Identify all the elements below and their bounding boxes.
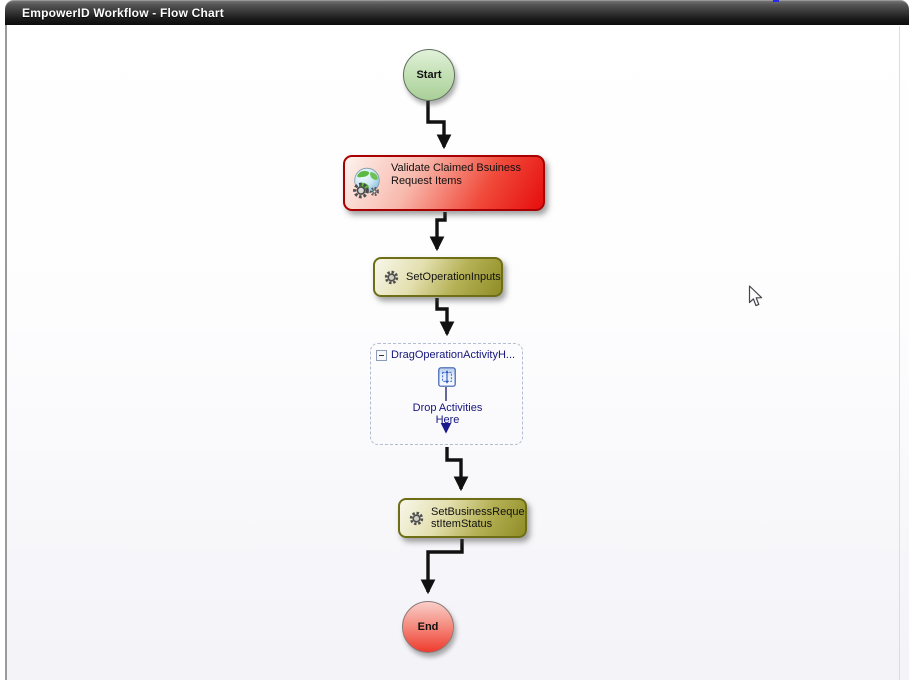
node-set-business-request-item-status[interactable]: SetBusinessRequestItemStatus xyxy=(398,498,527,538)
dropzone-header[interactable]: DragOperationActivityH... xyxy=(376,349,515,361)
blue-artifact-mark xyxy=(773,0,779,2)
window-titlebar[interactable]: EmpowerID Workflow - Flow Chart xyxy=(5,0,909,25)
canvas-right-border xyxy=(899,26,900,680)
globe-gear-icon xyxy=(351,167,387,201)
node-set-business-request-item-status-label: SetBusinessRequestItemStatus xyxy=(431,506,525,530)
gear-icon xyxy=(383,269,400,286)
node-end[interactable]: End xyxy=(402,601,454,653)
node-set-operation-inputs-label: SetOperationInputs xyxy=(406,271,501,283)
collapse-minus-icon[interactable] xyxy=(376,349,387,361)
mouse-cursor-icon xyxy=(748,285,764,313)
window-title: EmpowerID Workflow - Flow Chart xyxy=(22,5,224,20)
node-end-label: End xyxy=(417,621,439,633)
node-set-operation-inputs[interactable]: SetOperationInputs xyxy=(373,257,503,297)
node-start-label: Start xyxy=(416,69,442,81)
gear-icon xyxy=(408,510,425,527)
node-drag-operation-activity-dropzone[interactable]: DragOperationActivityH... Drop Activitie… xyxy=(370,343,523,445)
drop-target-icon[interactable] xyxy=(438,367,456,387)
node-validate-claimed-business-request-items[interactable]: Validate Claimed Bsuiness Request Items xyxy=(343,155,545,211)
node-validate-label: Validate Claimed Bsuiness Request Items xyxy=(391,162,522,187)
dropzone-header-label: DragOperationActivityH... xyxy=(391,349,516,361)
dropzone-hint-text: Drop Activities Here xyxy=(412,402,483,426)
node-start[interactable]: Start xyxy=(403,49,455,101)
